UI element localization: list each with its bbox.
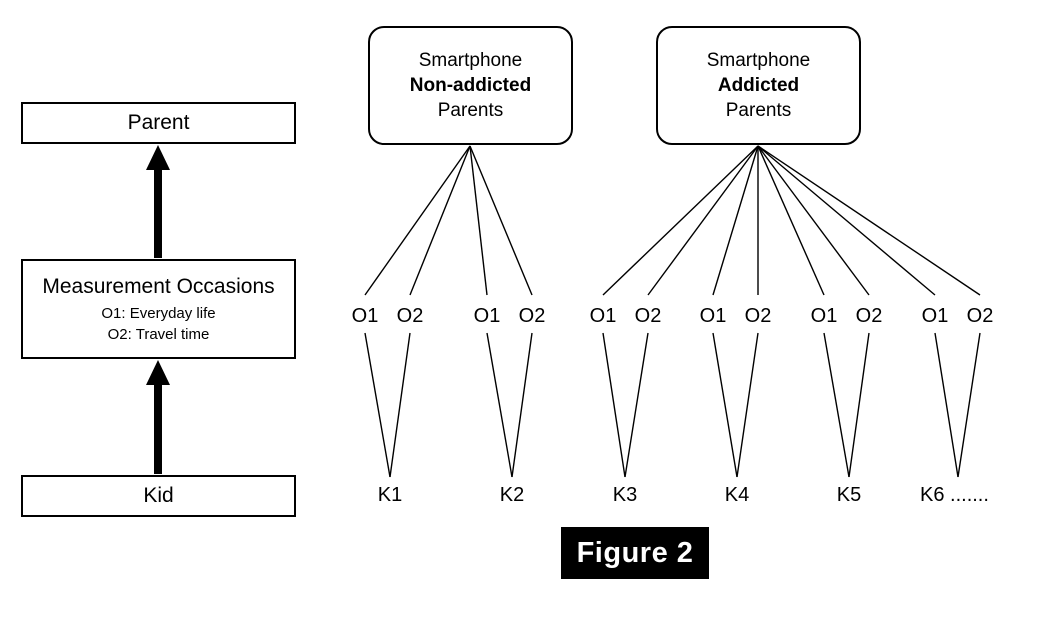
v-connector-k2 bbox=[486, 332, 533, 478]
occasion-label-k2-o2: O2 bbox=[518, 305, 546, 327]
figure-caption-text: Figure 2 bbox=[576, 536, 694, 569]
kid-label-k3: K3 bbox=[612, 484, 638, 506]
group-title-line1: Smartphone bbox=[418, 49, 523, 71]
occasion-label-k4-o1: O1 bbox=[699, 305, 727, 327]
parent-box: Parent bbox=[21, 102, 296, 144]
occasion-label-k6-o2: O2 bbox=[966, 305, 994, 327]
fan-lines-addicted bbox=[602, 145, 981, 296]
occasion-label-k4-o2: O2 bbox=[744, 305, 772, 327]
group-title-line3: Parents bbox=[725, 100, 792, 122]
arrow-up-icon-measurement-to-parent bbox=[146, 145, 170, 258]
kid-label-k4: K4 bbox=[724, 484, 750, 506]
occasion-label-k3-o1: O1 bbox=[589, 305, 617, 327]
fan-lines-non-addicted bbox=[364, 145, 533, 296]
v-connector-k5 bbox=[823, 332, 870, 478]
measurement-occasions-title: Measurement Occasions bbox=[42, 275, 275, 298]
group-box-non-addicted: Smartphone Non-addicted Parents bbox=[368, 26, 573, 145]
group-box-addicted: Smartphone Addicted Parents bbox=[656, 26, 861, 145]
measurement-occasions-box: Measurement Occasions O1: Everyday life … bbox=[21, 259, 296, 359]
arrow-up-icon-kid-to-measurement bbox=[146, 360, 170, 474]
kid-box: Kid bbox=[21, 475, 296, 517]
parent-box-label: Parent bbox=[127, 111, 190, 134]
kid-label-k5: K5 bbox=[836, 484, 862, 506]
figure-caption: Figure 2 bbox=[561, 527, 709, 579]
occasion-label-k3-o2: O2 bbox=[634, 305, 662, 327]
occasion-label-k6-o1: O1 bbox=[921, 305, 949, 327]
v-connector-k1 bbox=[364, 332, 411, 478]
occasion-label-k1-o2: O2 bbox=[396, 305, 424, 327]
kid-label-k2: K2 bbox=[499, 484, 525, 506]
group-title-line3: Parents bbox=[437, 100, 504, 122]
kid-label-k1: K1 bbox=[377, 484, 403, 506]
kid-box-label: Kid bbox=[143, 484, 174, 507]
v-connector-k6 bbox=[934, 332, 981, 478]
measurement-occasions-line1: O1: Everyday life bbox=[101, 305, 216, 322]
kid-label-k6: K6 ....... bbox=[920, 484, 989, 506]
v-connector-k4 bbox=[712, 332, 759, 478]
group-title-line1: Smartphone bbox=[706, 49, 811, 71]
v-connector-k3 bbox=[602, 332, 649, 478]
occasion-label-k1-o1: O1 bbox=[351, 305, 379, 327]
occasion-label-k5-o1: O1 bbox=[810, 305, 838, 327]
occasion-label-k5-o2: O2 bbox=[855, 305, 883, 327]
group-title-line2: Non-addicted bbox=[409, 74, 532, 96]
occasion-label-k2-o1: O1 bbox=[473, 305, 501, 327]
measurement-occasions-line2: O2: Travel time bbox=[107, 326, 210, 343]
group-title-line2: Addicted bbox=[717, 74, 800, 96]
